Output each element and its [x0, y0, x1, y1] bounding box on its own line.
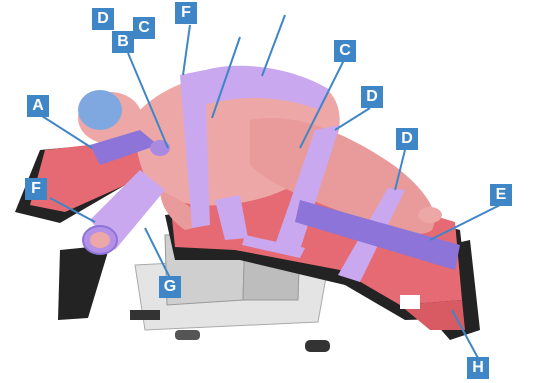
label-d-mid: D: [361, 86, 383, 108]
label-c-top-left: C: [133, 17, 155, 39]
label-a: A: [27, 95, 49, 117]
label-e: E: [490, 184, 512, 206]
label-h: H: [467, 357, 489, 379]
label-f-top: F: [175, 2, 197, 24]
label-d-top-left: D: [92, 8, 114, 30]
label-b: B: [112, 31, 134, 53]
label-f-left: F: [25, 178, 47, 200]
label-c-right: C: [334, 40, 356, 62]
label-d-right: D: [396, 128, 418, 150]
label-g: G: [159, 276, 181, 298]
